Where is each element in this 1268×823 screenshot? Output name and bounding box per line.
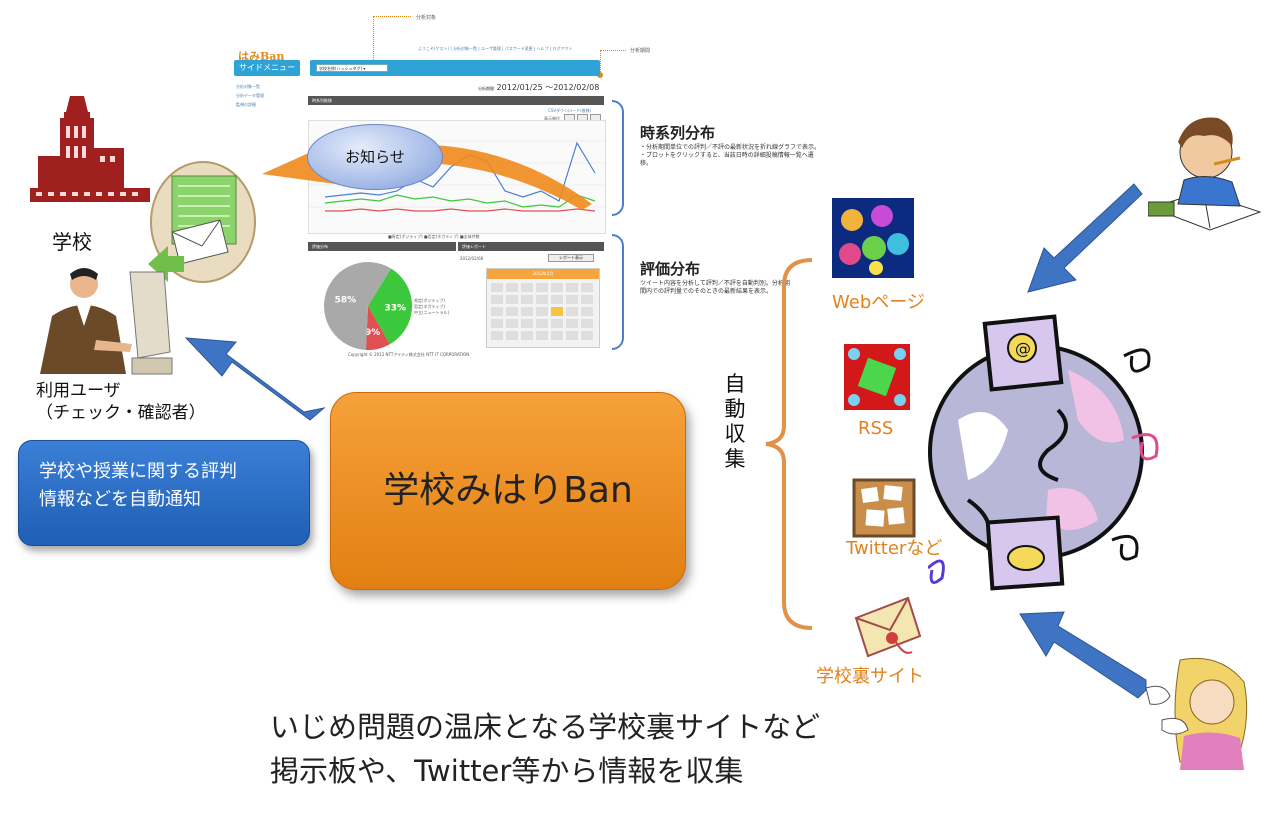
school-building-icon bbox=[30, 96, 150, 202]
summary-line2: 掲示板や、Twitter等から情報を収集 bbox=[270, 754, 744, 788]
user-label: 利用ユーザ bbox=[36, 381, 121, 401]
arrow-from-girl bbox=[1019, 611, 1147, 699]
eval-title: 評価分布 bbox=[640, 260, 701, 278]
source-label-ura-site: 学校裏サイト bbox=[816, 666, 924, 687]
pie-chart: 33% 9% 58% bbox=[324, 262, 412, 350]
notify-line1: 学校や授業に関する評判 bbox=[39, 461, 237, 482]
pie-legend: 肯定(ポジティブ) 否定(ネガティブ) 中立(ニュートラル) bbox=[414, 298, 449, 316]
annotation-period-label: 分析期間 bbox=[630, 48, 651, 54]
copyright: Copyright © 2012 NTTアイティ株式会社 NTT IT CORP… bbox=[348, 352, 470, 357]
pie-slice-label: 9% bbox=[365, 328, 380, 338]
svg-text:@: @ bbox=[1015, 339, 1031, 358]
timeline-bullet-text: 分析期間単位での評判／不評の最新状況を折れ線グラフで表示。 bbox=[646, 144, 821, 151]
pie-legend-item: 肯定(ポジティブ) bbox=[414, 298, 445, 303]
site-logo: はみBan bbox=[238, 50, 285, 63]
bulletin-board-icon bbox=[852, 478, 916, 538]
user-role-label: （チェック・確認者） bbox=[36, 403, 206, 423]
timeline-bullet: ・プロットをクリックすると、当該日時の詳細投稿情報一覧へ遷移。 bbox=[640, 152, 814, 167]
auto-collect-char: 動 bbox=[724, 397, 746, 421]
source-label-web: Webページ bbox=[832, 292, 925, 313]
csv-link[interactable]: CSVダウンロード(推移) bbox=[548, 108, 592, 113]
timeline-bracket bbox=[612, 100, 624, 216]
calendar-head: 2012年2月 bbox=[487, 269, 599, 279]
auto-collect-label: 自 動 収 集 bbox=[722, 372, 748, 472]
calendar-grid bbox=[491, 283, 593, 340]
annotation-target-label: 分析対象 bbox=[416, 15, 437, 21]
internet-globe-icon: @ bbox=[928, 314, 1159, 591]
user-person-icon bbox=[40, 268, 173, 375]
student-girl-icon bbox=[1145, 657, 1248, 770]
target-select[interactable]: 学校名称(ハッシュタグ) ▾ bbox=[316, 64, 388, 72]
report-date: 2012/02/08 bbox=[460, 256, 484, 261]
web-page-icon bbox=[832, 198, 914, 278]
timeline-header: 時系列推移 bbox=[308, 96, 604, 105]
notify-bubble: お知らせ bbox=[307, 124, 443, 190]
pie-legend-item: 中立(ニュートラル) bbox=[414, 310, 450, 315]
annotation-leader-target bbox=[373, 16, 411, 18]
summary-line1: いじめ問題の温床となる学校裏サイトなど bbox=[270, 710, 821, 744]
period-display: 分析期間 2012/01/25 ～2012/02/08 bbox=[478, 82, 599, 93]
source-brace bbox=[765, 258, 813, 630]
notify-line2: 情報などを自動通知 bbox=[39, 489, 201, 510]
timeline-bullet-text: プロットをクリックすると、当該日時の詳細投稿情報一覧へ遷移。 bbox=[640, 152, 814, 167]
annotation-leader-target-v bbox=[373, 16, 375, 62]
annotation-leader-period bbox=[600, 50, 626, 52]
auto-collect-char: 集 bbox=[724, 447, 746, 471]
eval-header: 評価分布 bbox=[308, 242, 456, 251]
report-header: 評価レポート bbox=[458, 242, 604, 251]
arrow-to-user bbox=[184, 337, 326, 421]
side-menu-title: サイドメニュー bbox=[234, 60, 300, 76]
eval-desc: ツイート内容を分析して評判／不評を自動判別。分析期間内での評判量でのそのときの最… bbox=[640, 280, 790, 295]
series-negative-line bbox=[325, 208, 596, 212]
timeline-title: 時系列分布 bbox=[640, 124, 716, 142]
chart-legend: ■肯定(ポジティブ) ■否定(ネガティブ) ■全体件数 bbox=[388, 234, 480, 239]
eval-bracket bbox=[612, 234, 624, 350]
display-unit-label: 表示単位 bbox=[544, 116, 560, 121]
calendar[interactable]: 2012年2月 bbox=[486, 268, 600, 348]
side-link[interactable]: 監視の詳細 bbox=[236, 102, 256, 107]
pie-slice-label: 33% bbox=[385, 303, 407, 313]
period-label: 分析期間 bbox=[478, 86, 494, 91]
side-link[interactable]: 分析データ管理 bbox=[236, 93, 264, 98]
product-name-box: 学校みはりBan bbox=[330, 392, 686, 590]
period-value: 2012/01/25 ～2012/02/08 bbox=[496, 83, 600, 92]
notify-box: 学校や授業に関する評判 情報などを自動通知 bbox=[18, 440, 310, 546]
letter-icon bbox=[854, 596, 922, 658]
timeline-desc: ・分析期間単位での評判／不評の最新状況を折れ線グラフで表示。 ・プロットをクリッ… bbox=[640, 144, 824, 168]
report-button[interactable]: レポート表示 bbox=[548, 254, 594, 262]
pie-legend-item: 否定(ネガティブ) bbox=[414, 304, 445, 309]
student-boy-icon bbox=[1148, 117, 1262, 231]
top-nav[interactable]: ようこそ(ゲスト) | 分析対象一覧 | ユーザ管理 | パスワード変更 | ヘ… bbox=[418, 46, 573, 51]
annotation-dot-period bbox=[597, 72, 603, 78]
timeline-bullet: ・分析期間単位での評判／不評の最新状況を折れ線グラフで表示。 bbox=[640, 144, 821, 151]
rss-icon bbox=[844, 344, 910, 410]
mail-screen-icon bbox=[148, 161, 256, 283]
source-label-rss: RSS bbox=[858, 418, 894, 439]
auto-collect-char: 収 bbox=[724, 422, 746, 446]
school-label: 学校 bbox=[52, 230, 92, 254]
pie-slice bbox=[324, 262, 391, 350]
series-positive-line bbox=[324, 194, 596, 208]
pie-slice bbox=[365, 306, 390, 350]
pie-slice bbox=[368, 268, 412, 345]
arrow-from-boy bbox=[1027, 183, 1143, 293]
annotation-leader-period-v bbox=[600, 50, 602, 74]
auto-collect-char: 自 bbox=[724, 372, 746, 396]
side-links: 分析対象一覧 分析データ管理 監視の詳細 bbox=[236, 82, 264, 109]
pie-slice-label: 58% bbox=[335, 295, 357, 305]
side-link[interactable]: 分析対象一覧 bbox=[236, 84, 260, 89]
source-label-twitter: Twitterなど bbox=[846, 538, 943, 559]
